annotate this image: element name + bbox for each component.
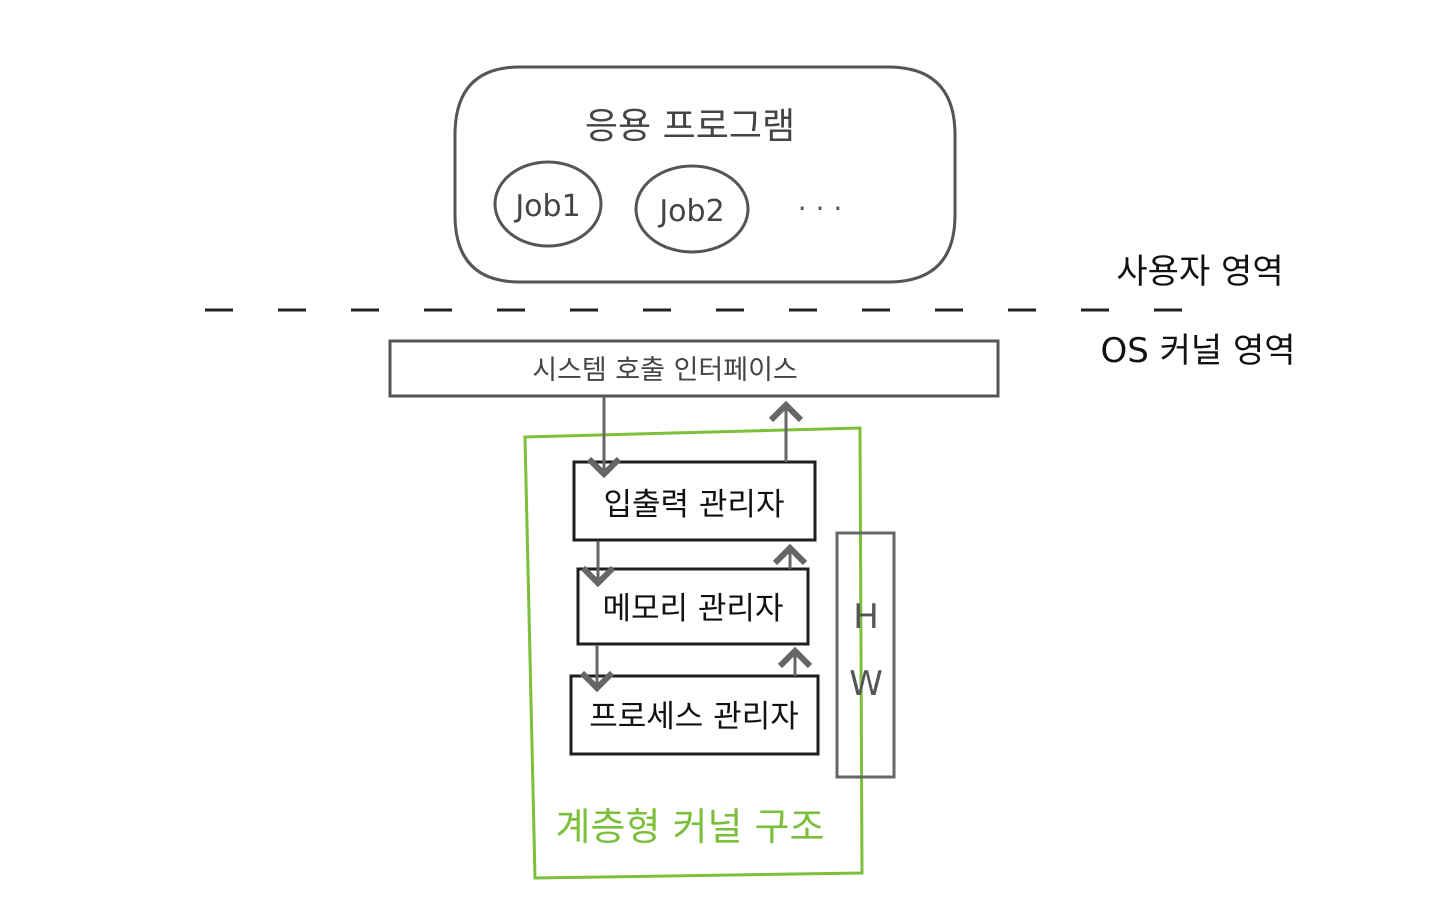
more-jobs-ellipsis: . . .: [798, 184, 843, 217]
system-call-interface-frame: [388, 339, 1000, 398]
application-program-frame: [453, 65, 957, 284]
kernel-space-label: OS 커널 영역: [1100, 331, 1295, 371]
memory-manager-frame: [576, 567, 810, 646]
system-call-interface-label: 시스템 호출 인터페이스: [532, 355, 798, 386]
layered-kernel-boundary: [523, 426, 864, 880]
io-manager-box: 입출력 관리자: [572, 460, 817, 542]
memory-manager-box: 메모리 관리자: [576, 567, 810, 646]
job-1-circle: [493, 160, 603, 248]
job-2-label: Job2: [657, 194, 724, 229]
job-2-circle: [634, 164, 750, 254]
layered-kernel-label: 계층형 커널 구조: [556, 805, 825, 849]
hardware-frame: [835, 531, 896, 779]
job-1-label: Job1: [513, 189, 580, 224]
application-program-title: 응용 프로그램: [585, 106, 795, 147]
process-manager-box: 프로세스 관리자: [569, 674, 820, 756]
process-manager-frame: [569, 674, 820, 756]
user-space-label: 사용자 영역: [1116, 252, 1283, 292]
system-call-interface: 시스템 호출 인터페이스: [388, 339, 1000, 398]
process-manager-label: 프로세스 관리자: [589, 699, 799, 735]
io-manager-label: 입출력 관리자: [604, 487, 785, 523]
hardware-label-w: W: [849, 664, 883, 704]
flow-arrows: [579, 397, 813, 693]
hardware-label-h: H: [853, 597, 879, 637]
application-program-box: 응용 프로그램 Job1 Job2 . . .: [453, 65, 957, 284]
io-manager-frame: [572, 460, 817, 542]
hardware-box: H W: [835, 531, 896, 779]
memory-manager-label: 메모리 관리자: [603, 591, 784, 627]
